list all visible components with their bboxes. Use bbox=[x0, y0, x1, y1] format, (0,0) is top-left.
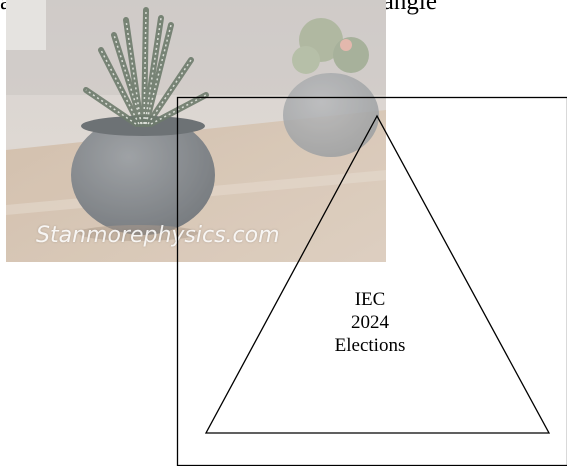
triangle-shape bbox=[204, 114, 551, 434]
watermark-photo: Stanmorephysics.com bbox=[6, 0, 386, 262]
triangle-label-line-2: 2024 bbox=[351, 312, 389, 333]
triangle-label-line-3: Elections bbox=[334, 335, 406, 356]
triangle-label-line-1: IEC bbox=[354, 289, 386, 310]
plant-photo-illustration bbox=[6, 0, 386, 262]
watermark-text: Stanmorephysics.com bbox=[36, 223, 280, 248]
outer-rectangle bbox=[176, 96, 567, 466]
